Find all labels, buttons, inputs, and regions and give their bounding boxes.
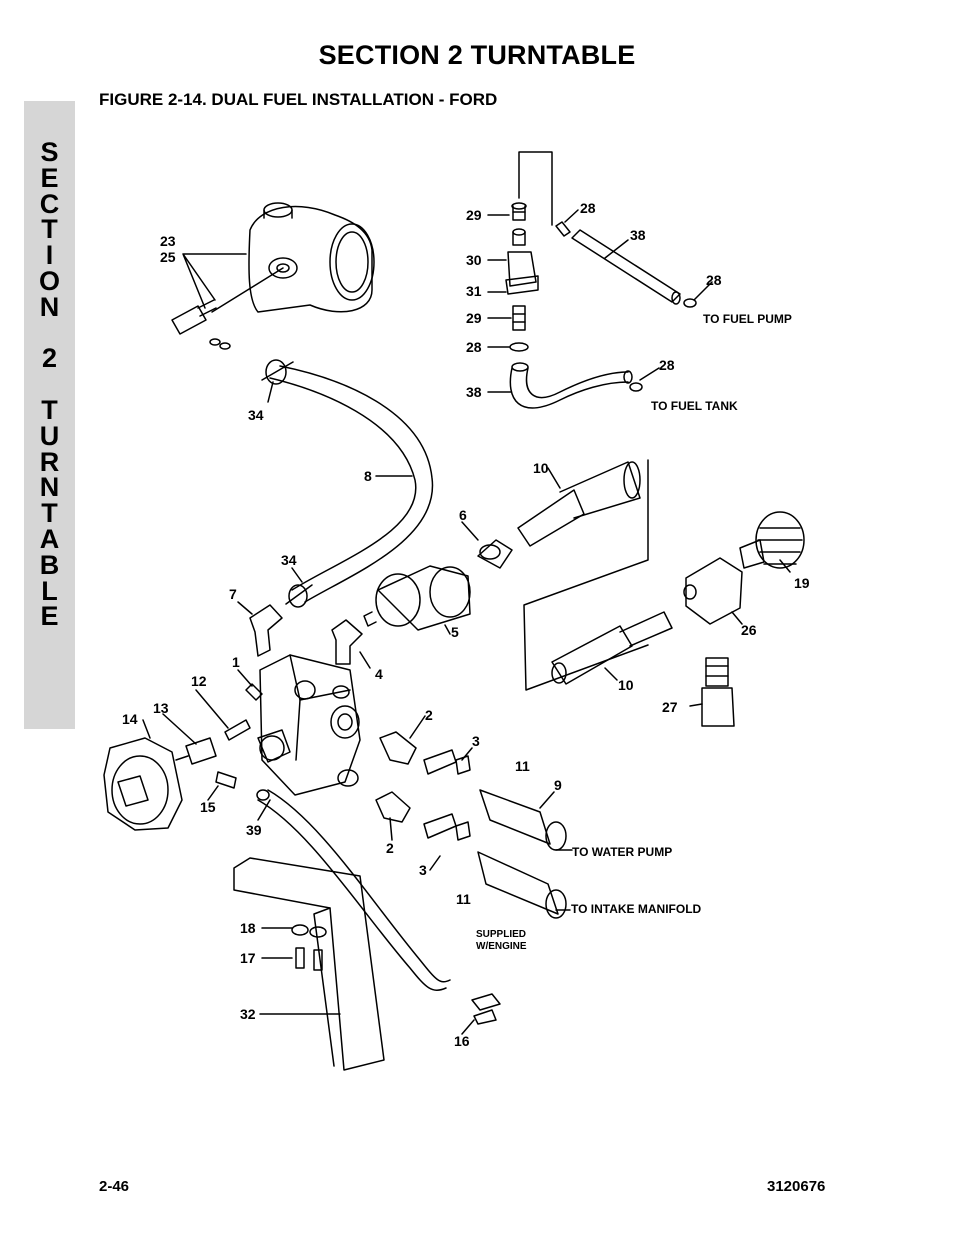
- callout-3: 3: [419, 862, 427, 878]
- side-tab-letter: A: [39, 524, 60, 554]
- side-tab-letter: U: [39, 420, 60, 451]
- side-tab-letter: L: [41, 575, 58, 606]
- side-tab-letter: E: [40, 162, 59, 193]
- hose-fittings: [375, 715, 573, 919]
- side-tab-letter: I: [45, 240, 54, 271]
- vaporizer-fittings: [103, 713, 237, 831]
- callout-7: 7: [229, 586, 237, 602]
- callout-2: 2: [425, 707, 433, 723]
- callout-11: 11: [515, 758, 530, 774]
- regulator-body: [195, 654, 361, 796]
- callout-28: 28: [706, 272, 722, 288]
- callout-10: 10: [618, 677, 634, 693]
- side-tab-letter: S: [40, 137, 59, 167]
- callout-28: 28: [580, 200, 596, 216]
- callout-16: 16: [454, 1033, 470, 1049]
- callout-1: 1: [232, 654, 240, 670]
- callout-10: 10: [533, 460, 549, 476]
- fuel-shutoff-assembly: [487, 151, 713, 409]
- callout-25: 25: [160, 249, 176, 265]
- callout-8: 8: [364, 468, 372, 484]
- callout-29: 29: [466, 207, 482, 223]
- callout-4: 4: [375, 666, 383, 682]
- callout-2: 2: [386, 840, 394, 856]
- callout-15: 15: [200, 799, 216, 815]
- callout-31: 31: [466, 283, 482, 299]
- note-to-intake-manifold: TO INTAKE MANIFOLD: [571, 902, 702, 916]
- filter-assembly: [363, 459, 673, 691]
- callout-14: 14: [122, 711, 138, 727]
- callout-39: 39: [246, 822, 262, 838]
- side-tab-letter: T: [41, 395, 58, 425]
- side-tab-letter: E: [40, 601, 59, 632]
- side-tab-letter: T: [41, 498, 58, 529]
- note-with-engine: W/ENGINE: [476, 941, 527, 952]
- callout-11: 11: [456, 891, 471, 907]
- callout-28: 28: [466, 339, 482, 355]
- side-tab-letter: O: [38, 266, 60, 296]
- note-to-fuel-pump: TO FUEL PUMP: [703, 312, 792, 326]
- callout-23: 23: [160, 233, 176, 249]
- callout-30: 30: [466, 252, 482, 268]
- elbow-fittings: [237, 601, 371, 669]
- side-tab-letter: T: [41, 214, 58, 245]
- mixer-body: [171, 202, 375, 350]
- callout-3: 3: [472, 733, 480, 749]
- callout-32: 32: [240, 1006, 256, 1022]
- hose-8: [261, 359, 434, 608]
- page-number: 2-46: [99, 1178, 130, 1195]
- side-tab-letter: C: [39, 188, 60, 219]
- callout-27: 27: [662, 699, 678, 715]
- callout-38: 38: [630, 227, 646, 243]
- note-to-water-pump: TO WATER PUMP: [572, 845, 672, 859]
- side-tab-letter: B: [39, 549, 60, 580]
- document-number: 3120676: [767, 1178, 826, 1195]
- figure-title: FIGURE 2-14. DUAL FUEL INSTALLATION - FO…: [99, 90, 498, 109]
- mounting-bracket: [233, 789, 501, 1071]
- note-supplied: SUPPLIED: [476, 929, 526, 940]
- callout-34: 34: [281, 552, 297, 568]
- callout-17: 17: [240, 950, 256, 966]
- callout-34: 34: [248, 407, 264, 423]
- side-tab-letter: 2: [41, 343, 58, 374]
- callout-29: 29: [466, 310, 482, 326]
- page-title: SECTION 2 TURNTABLE: [318, 40, 636, 70]
- callout-13: 13: [153, 700, 169, 716]
- callout-38: 38: [466, 384, 482, 400]
- diagram-notes: TO FUEL PUMP TO FUEL TANK TO WATER PUMP …: [476, 312, 792, 952]
- callout-26: 26: [741, 622, 757, 638]
- callout-9: 9: [554, 777, 562, 793]
- callout-6: 6: [459, 507, 467, 523]
- callout-12: 12: [191, 673, 207, 689]
- callout-28: 28: [659, 357, 675, 373]
- callout-5: 5: [451, 624, 459, 640]
- note-to-fuel-tank: TO FUEL TANK: [651, 399, 738, 413]
- side-tab-letter: N: [39, 291, 60, 322]
- callout-labels: 29 28 38 30 31 28 29 28 28 38 23 25 34 8…: [122, 200, 810, 1049]
- callout-18: 18: [240, 920, 256, 936]
- side-tab-letter: R: [39, 446, 60, 477]
- callout-19: 19: [794, 575, 810, 591]
- side-tab-letter: N: [39, 472, 60, 503]
- right-fittings: [683, 511, 805, 727]
